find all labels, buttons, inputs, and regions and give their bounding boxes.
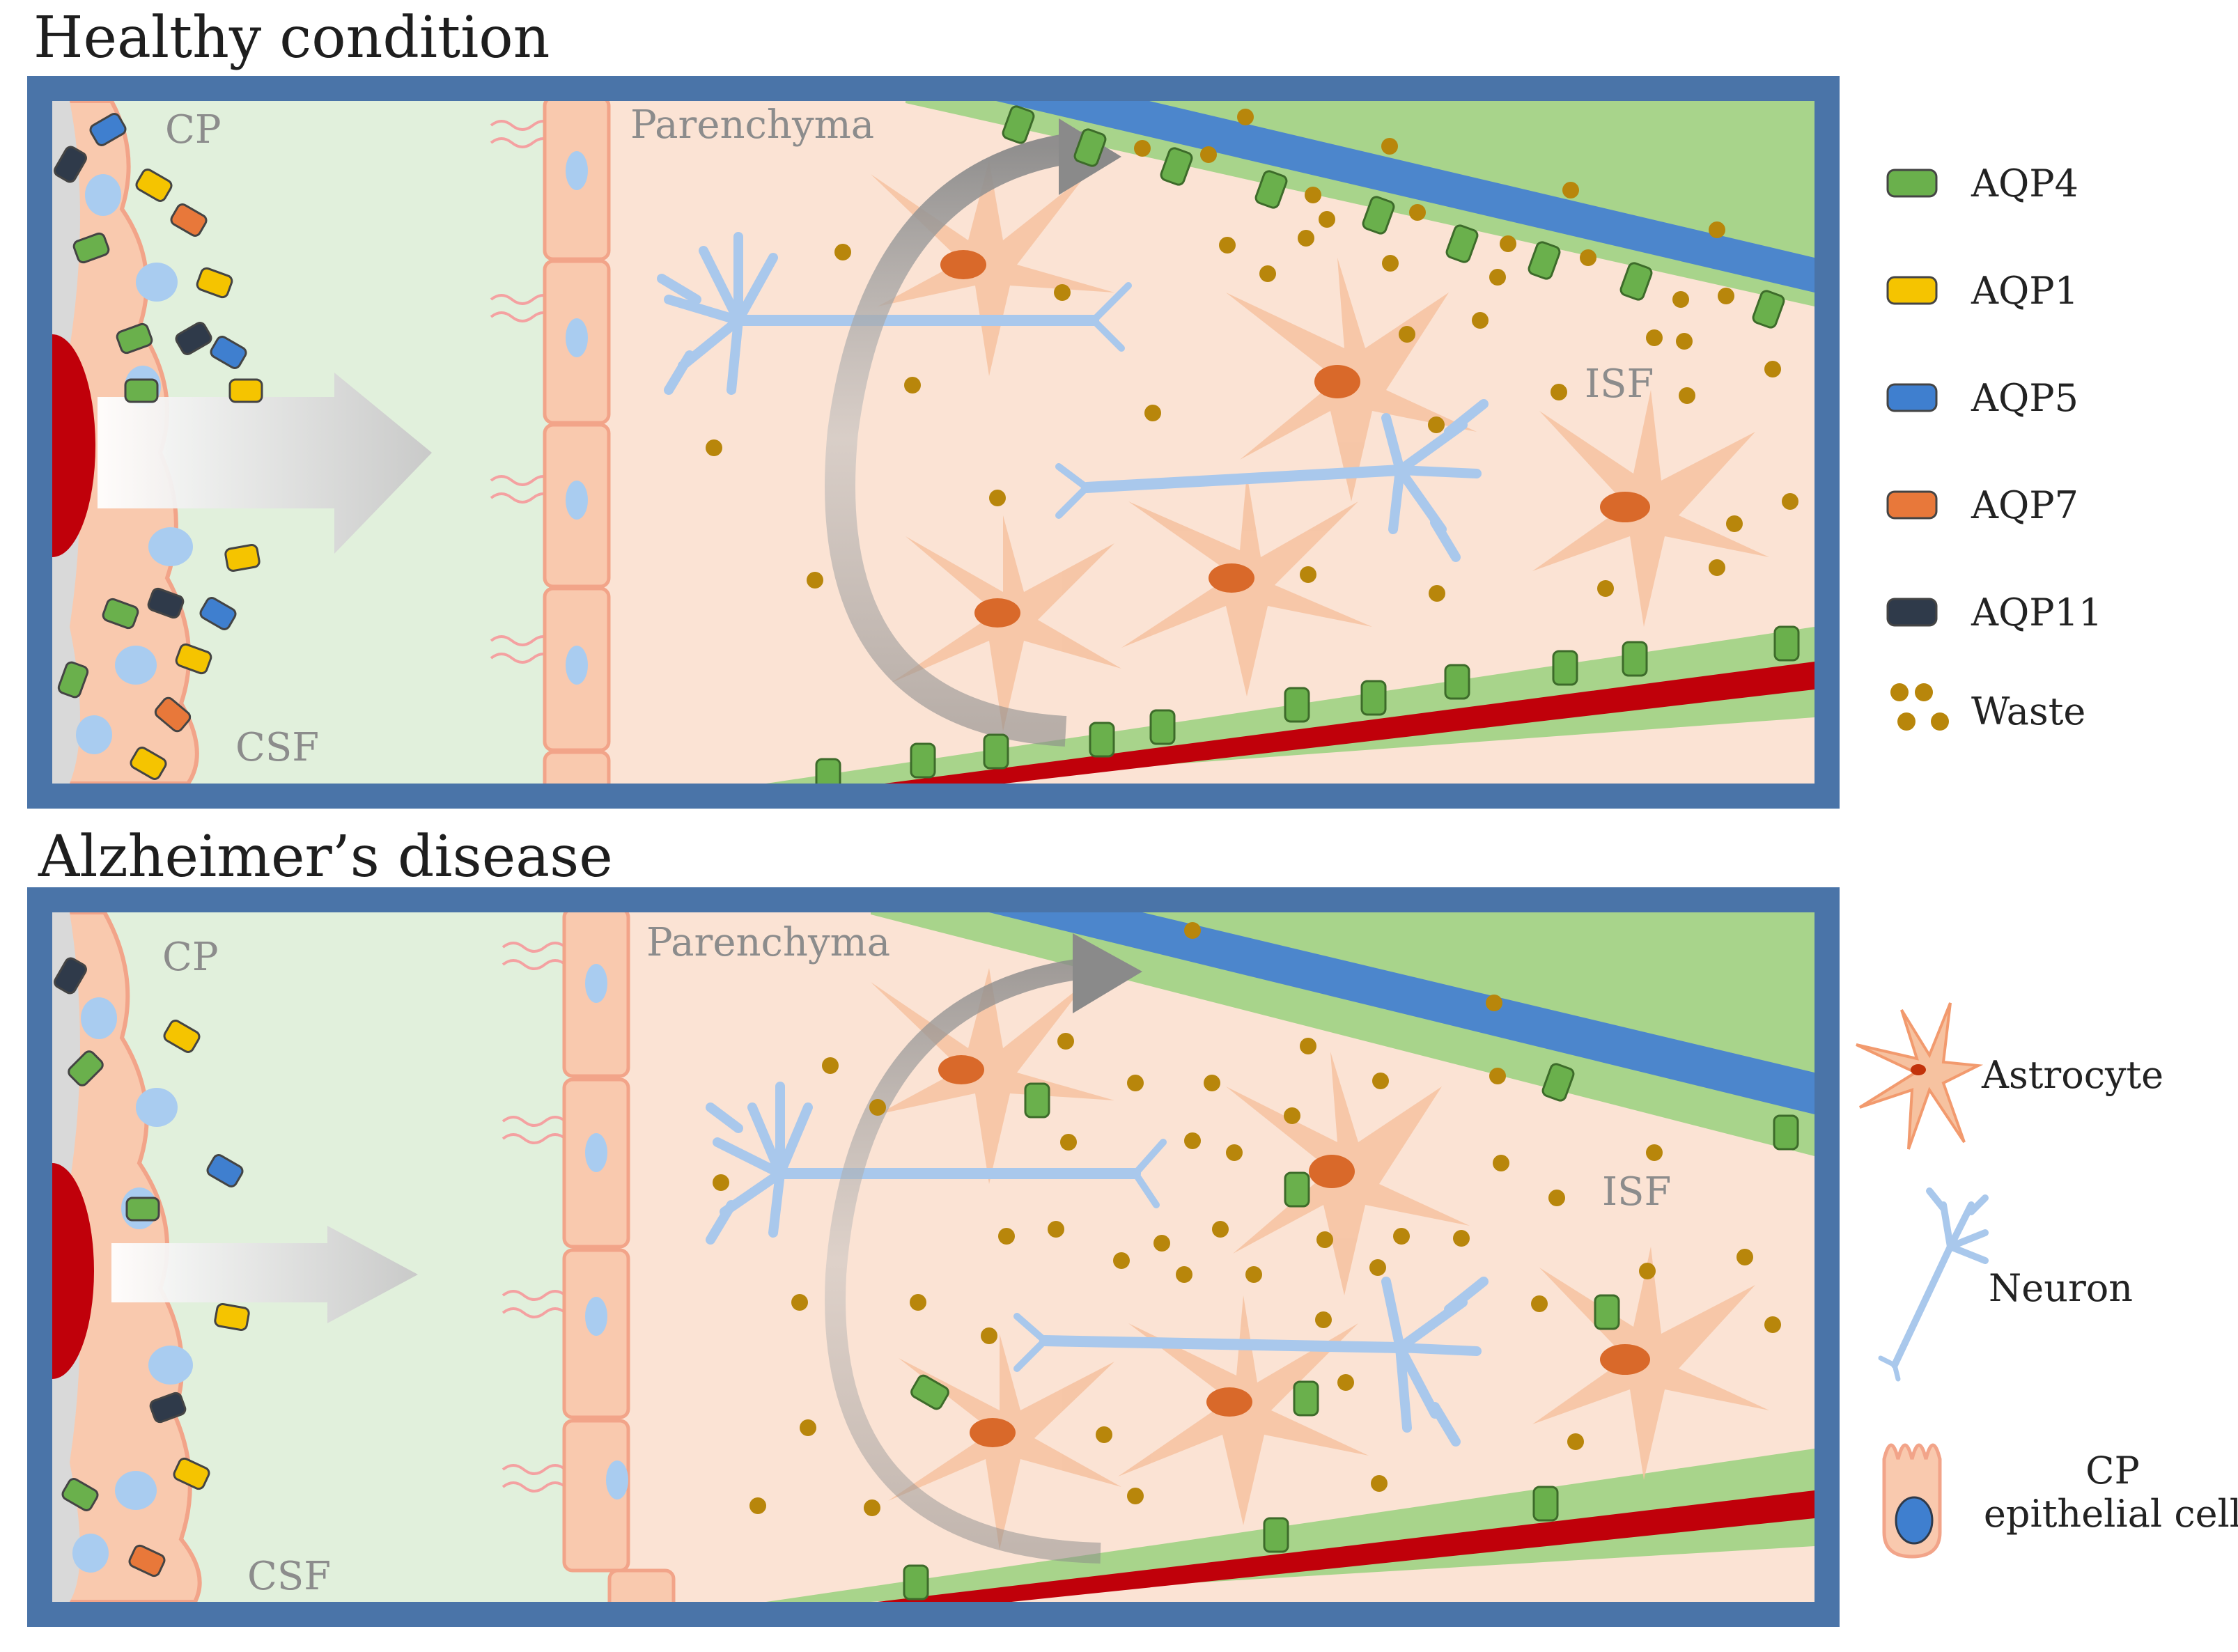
aqp5-swatch-icon	[1886, 383, 1938, 412]
astrocyte-icon	[1856, 1002, 1984, 1150]
csf-label: CSF	[247, 1554, 331, 1599]
healthy-heading: Healthy condition	[33, 5, 550, 71]
cp-blood-vessel	[52, 1163, 94, 1379]
legend-label-cp-line1: CP	[2085, 1449, 2140, 1493]
red-vessel	[885, 662, 1815, 784]
alzheimers-heading: Alzheimer’s disease	[38, 824, 613, 890]
cp-label: CP	[162, 935, 219, 980]
glymphatic-circulation-arrow	[825, 131, 1089, 747]
alzheimers-panel: Alzheimer’s disease	[27, 824, 1840, 1627]
cp-epithelial-cell-icon	[1882, 1443, 1942, 1559]
aqp1-swatch-icon	[1886, 276, 1938, 305]
blue-vessel	[989, 912, 1815, 1114]
ependymal-wall	[490, 101, 611, 784]
cp-aquaporins	[54, 113, 263, 780]
csf-flow-arrow	[98, 373, 432, 554]
waste-particles	[706, 109, 1798, 602]
vessel-aqp4-channels	[903, 1063, 1799, 1600]
waste-icon	[1890, 683, 1949, 731]
csf-flow-arrow	[111, 1226, 418, 1323]
cp-label: CP	[165, 107, 222, 153]
red-vessel	[878, 1490, 1815, 1602]
astrocyte-nuclei	[940, 250, 1650, 628]
aqp11-swatch-icon	[1886, 598, 1938, 627]
parenchyma-label: Parenchyma	[646, 920, 890, 965]
isf-label: ISF	[1585, 361, 1654, 407]
legend-label-aqp4: AQP4	[1971, 162, 2078, 205]
csf-label: CSF	[235, 725, 319, 770]
waste-particles	[713, 922, 1781, 1516]
isf-label: ISF	[1602, 1169, 1671, 1215]
legend-label-astrocyte: Astrocyte	[1981, 1053, 2163, 1097]
legend-label-aqp1: AQP1	[1971, 269, 2078, 313]
cp-blood-vessel	[52, 334, 95, 557]
aqp4-swatch-icon	[1886, 169, 1938, 198]
legend-label-cp-line2: epithelial cell	[1984, 1492, 2238, 1536]
neurons	[706, 1082, 1489, 1447]
parenchyma-label: Parenchyma	[630, 102, 874, 148]
legend-label-waste: Waste	[1971, 689, 2085, 733]
healthy-frame	[27, 76, 1840, 809]
legend-label-neuron: Neuron	[1989, 1266, 2133, 1310]
healthy-panel: Healthy condition	[27, 5, 1840, 809]
neurons	[657, 232, 1489, 562]
legend-label-aqp7: AQP7	[1971, 483, 2078, 527]
blue-vessel	[996, 101, 1815, 293]
ependymal-wall	[502, 912, 676, 1602]
legend-label-aqp5: AQP5	[1971, 376, 2078, 420]
aqp7-swatch-icon	[1886, 490, 1938, 520]
healthy-scene	[52, 101, 1815, 784]
legend-label-aqp11: AQP11	[1971, 591, 2102, 634]
legend-aquaporin-swatches	[1886, 169, 1938, 627]
glymphatic-circulation-arrow	[825, 958, 1101, 1564]
cp-aquaporins	[54, 957, 250, 1577]
circulation-arrowhead	[1073, 933, 1142, 1013]
astrocyte-nuclei	[938, 1055, 1650, 1447]
alzheimers-frame	[27, 887, 1840, 1627]
neuron-icon	[1878, 1187, 1989, 1382]
alzheimers-scene	[52, 912, 1815, 1602]
legend: AQP4 AQP1 AQP5 AQP7 AQP11 Waste Astrocyt…	[1856, 162, 2238, 1559]
vessel-aqp4-channels	[815, 105, 1800, 784]
